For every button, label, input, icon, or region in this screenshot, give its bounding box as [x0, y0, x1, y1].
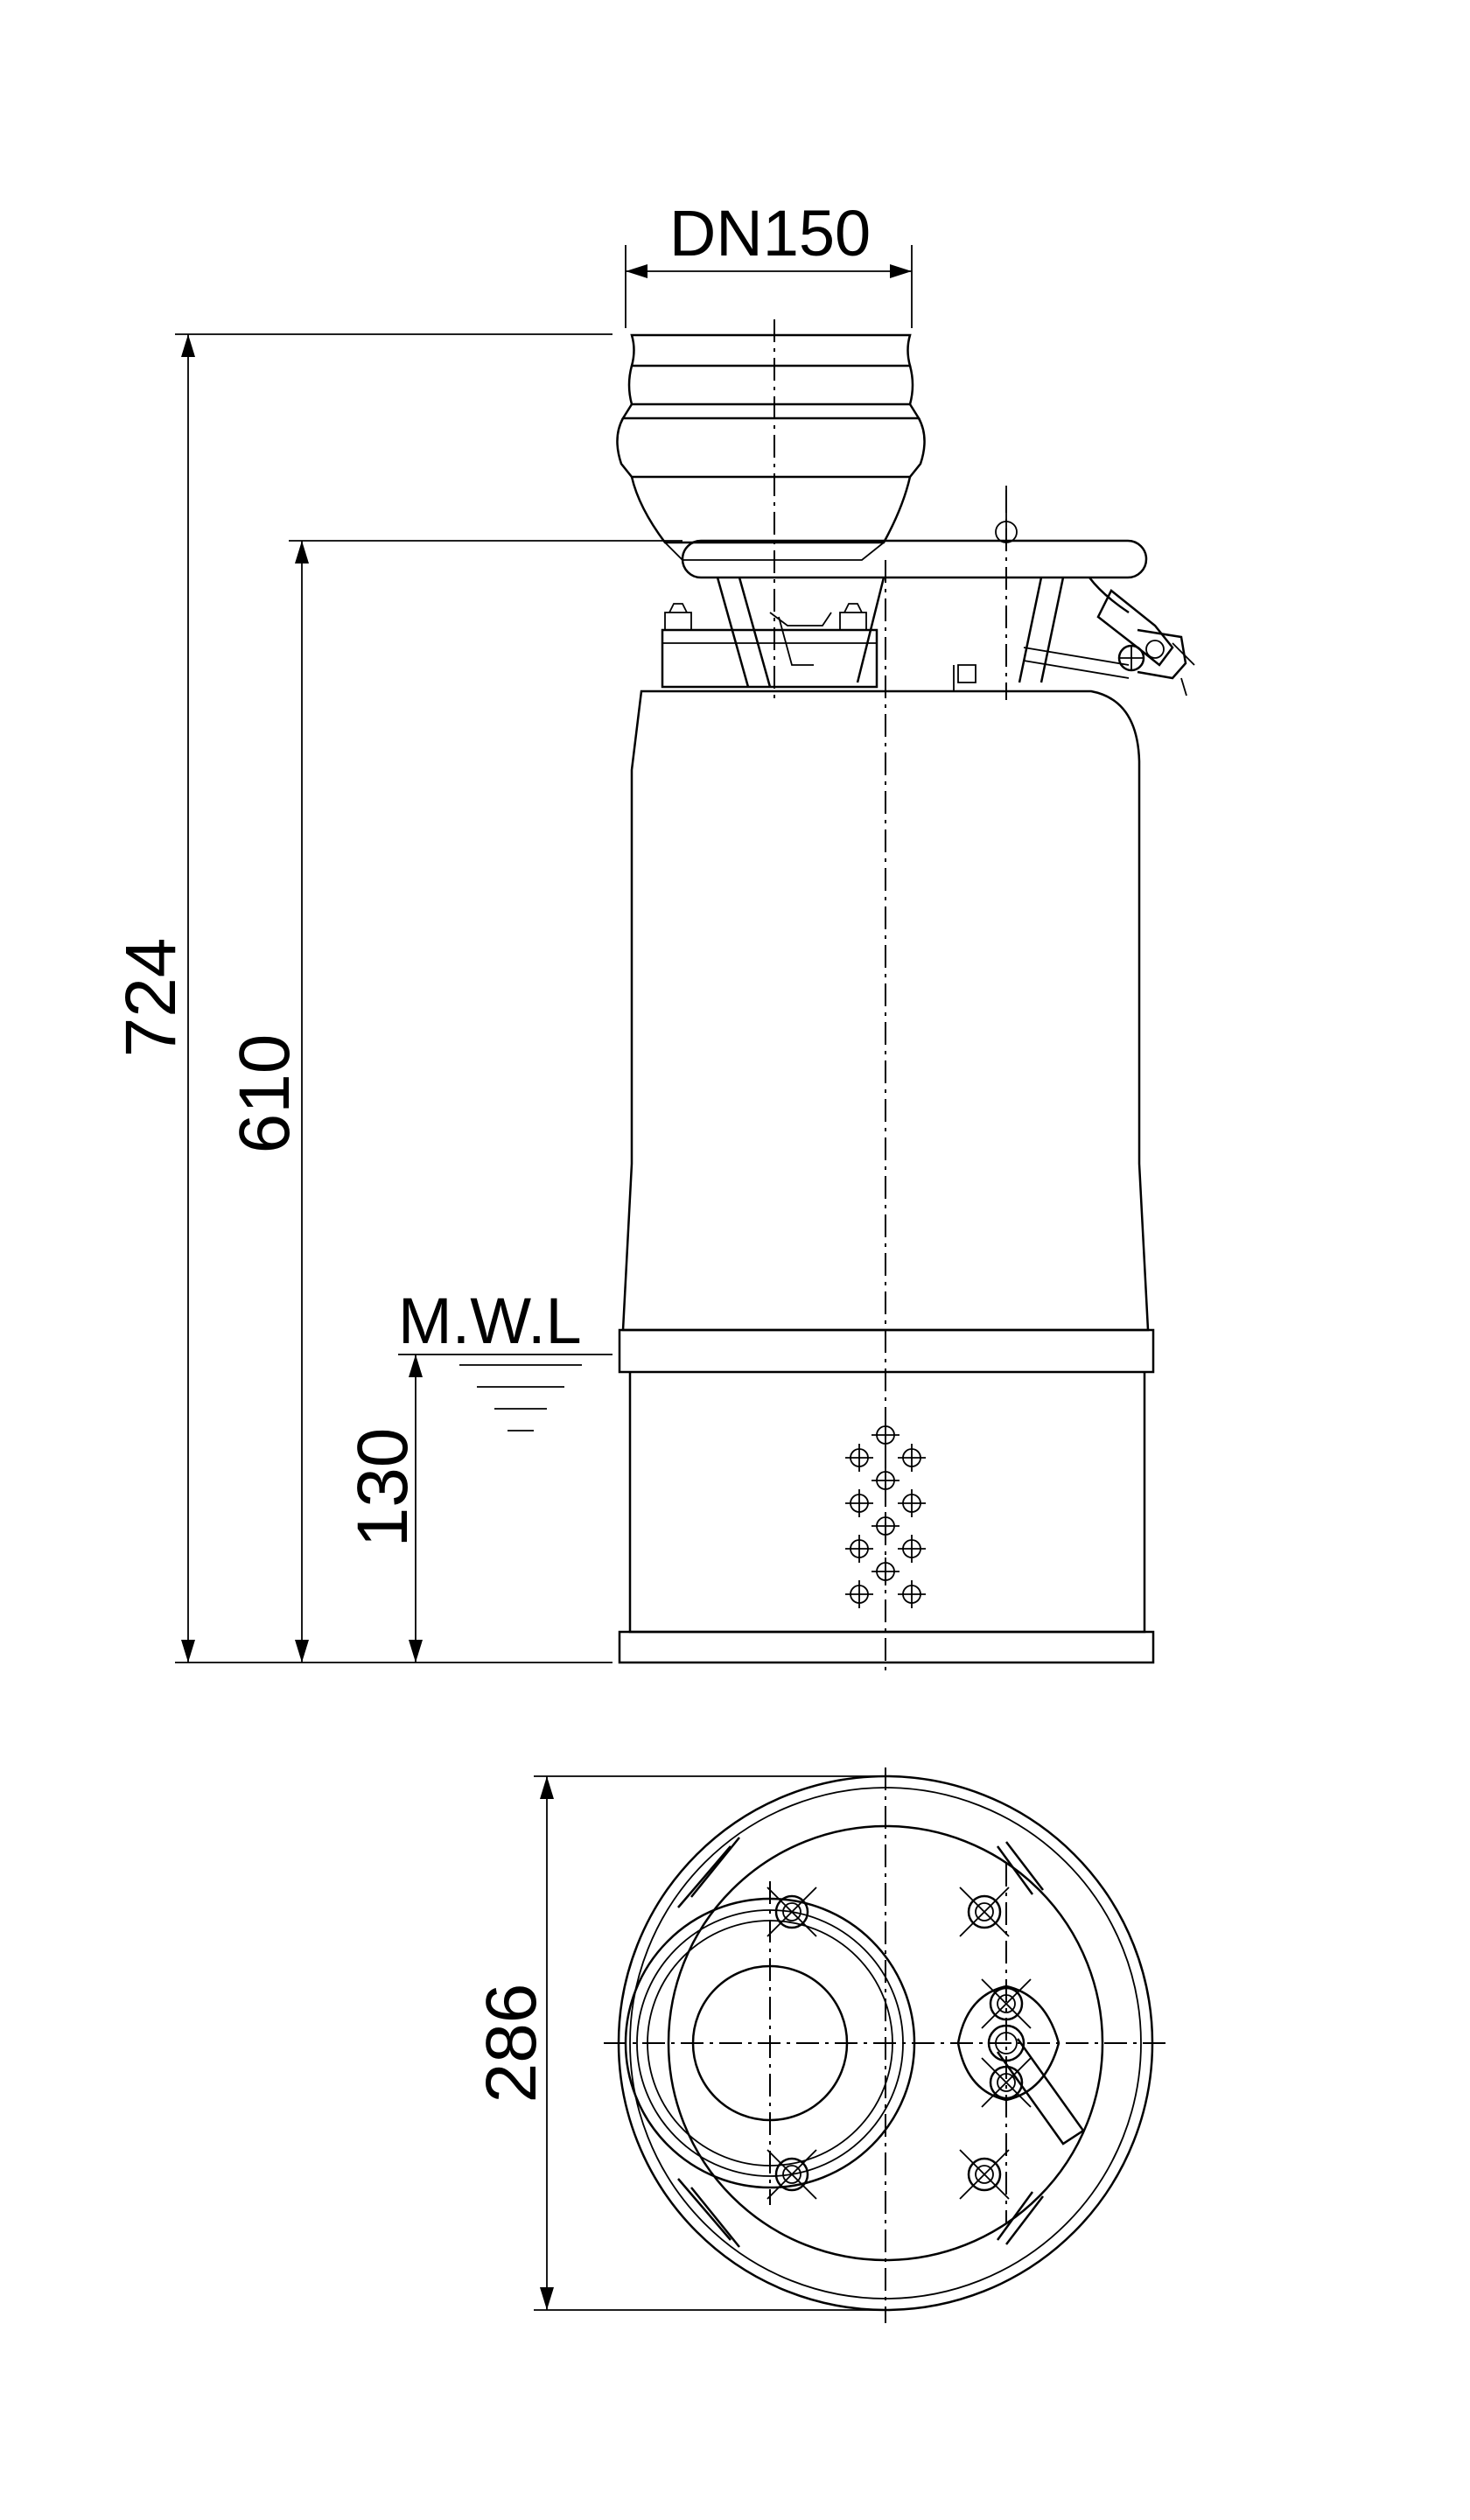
bolt-hole-cross [766, 1886, 817, 1937]
bolt-hole-cross [981, 2057, 1032, 2108]
dimension-label-dn150: DN150 [669, 197, 871, 270]
dimension-label-286: 286 [472, 1984, 551, 2104]
bolt-hole-cross [981, 1978, 1032, 2029]
dimension-dn150: DN150 [625, 197, 913, 328]
bolt-hole [967, 2157, 1002, 2192]
strainer-hole-cross [898, 1580, 926, 1608]
lifting-handle [681, 486, 1148, 688]
cable-gland [1023, 589, 1195, 696]
bolt-hole-inner [782, 1902, 802, 1922]
strainer-hole-cross [845, 1489, 873, 1517]
discharge-nozzle [616, 333, 926, 561]
dimension-handle-height: 610 [225, 540, 682, 1662]
bolt-hole [774, 2157, 809, 2192]
mwl-label: M.W.L [398, 1284, 582, 1357]
dimension-mwl: M.W.L 130 [343, 1284, 612, 1662]
dimension-label-610: 610 [225, 1034, 304, 1154]
strainer-hole-cross [898, 1444, 926, 1472]
pump-side-view [616, 319, 1195, 1676]
bolt-hole-cross [766, 2149, 817, 2200]
strainer-hole-cross [845, 1580, 873, 1608]
dimension-diameter: 286 [472, 1775, 886, 2311]
strainer-hole-cross [898, 1489, 926, 1517]
bolt-hole-inner [782, 2165, 802, 2184]
bolt-hole-inner [975, 1902, 994, 1922]
strainer-hole-cross [898, 1535, 926, 1563]
strainer-hole-cross [845, 1444, 873, 1472]
dimension-overall-height: 724 [111, 333, 612, 1663]
bolt-hole-cross [959, 1886, 1010, 1937]
motor-top-flange [661, 603, 1050, 692]
strainer-hole-cross [845, 1535, 873, 1563]
dimension-label-130: 130 [343, 1428, 423, 1548]
bolt-hole [774, 1894, 809, 1929]
dimension-label-724: 724 [111, 938, 191, 1058]
bolt-hole [967, 1894, 1002, 1929]
bolt-hole-inner [975, 2165, 994, 2184]
pump-top-view [604, 1768, 1168, 2323]
bolt-hole-cross [959, 2149, 1010, 2200]
